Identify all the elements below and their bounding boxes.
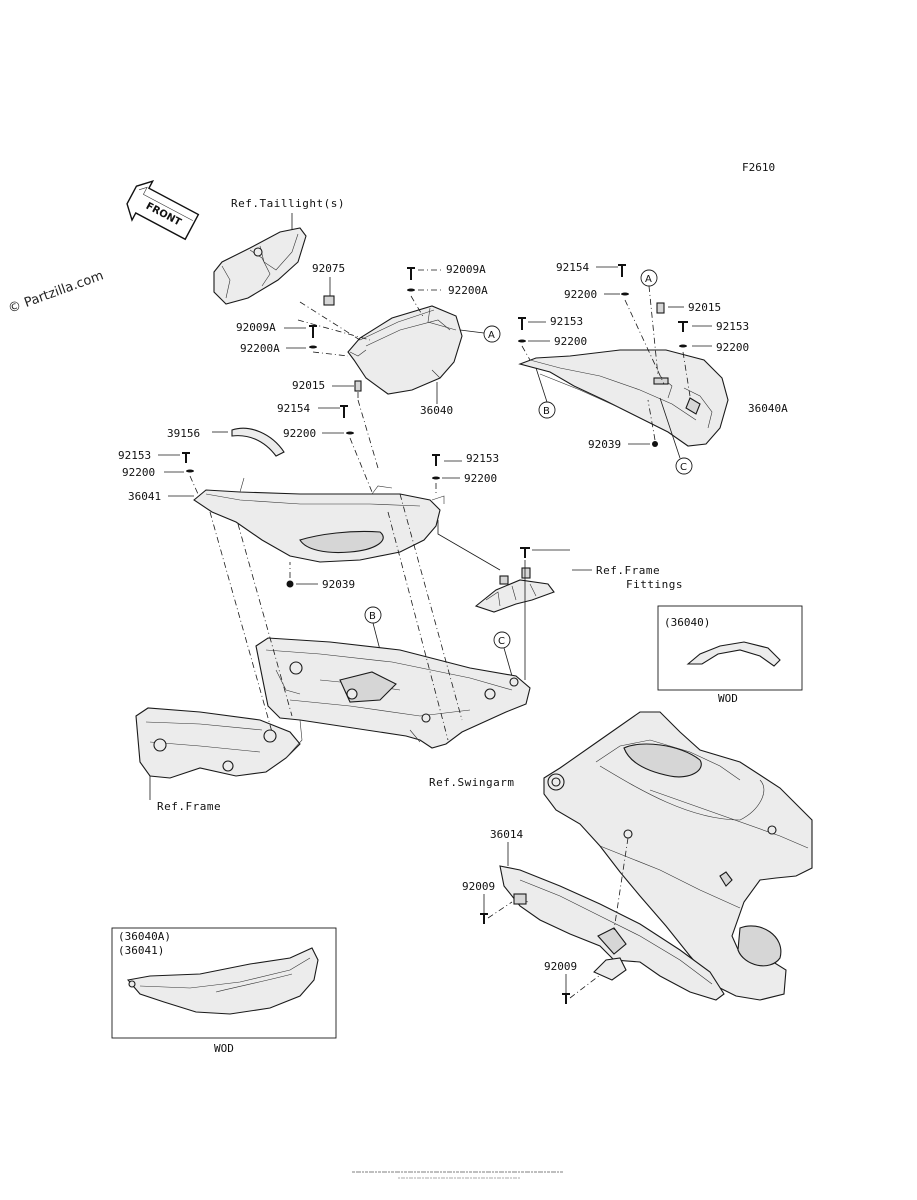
fastener-92153-side: 92153 [466,452,499,465]
tail-cover-36040 [347,305,463,395]
fastener-92009-lower: 92009 [544,960,577,973]
callout-36041: 36041 [128,490,161,503]
inset-wod-36040-code: (36040) [664,616,710,629]
fastener-92039-right: 92039 [588,438,621,451]
marker-a-1 [483,325,501,343]
fastener-92009A: 92009A [446,263,486,276]
marker-c-2-label: C [498,636,505,647]
ref-frame: Ref.Frame [157,800,221,813]
inset-wod-36040A [111,927,337,1039]
ref-swingarm: Ref.Swingarm [429,776,514,789]
frame-fittings-bracket [474,567,555,613]
fastener-92200-side: 92200 [464,472,497,485]
swingarm [543,711,813,1001]
screw-92009A-top [407,267,415,280]
inset-wod-36040-label: WOD [718,692,738,705]
fastener-92153-right: 92153 [716,320,749,333]
callout-36014: 36014 [490,828,523,841]
marker-b-1-label: B [543,406,550,417]
inset-side-cover-shape [126,947,319,1015]
inset-wod-36040A-code1: (36040A) [118,930,171,943]
damper-part [323,295,335,306]
fastener-92153-far-left: 92153 [118,449,151,462]
tail-cover-36040A [518,349,729,447]
taillight-assembly [213,227,307,305]
callout-39156: 39156 [167,427,200,440]
trim-39156 [231,427,285,457]
callout-36040: 36040 [420,404,453,417]
callout-36040A: 36040A [748,402,788,415]
footer-fine-print [352,1171,564,1179]
inset-wod-36040 [657,605,803,691]
marker-c-2 [493,631,511,649]
side-cover-36041 [193,477,445,563]
fastener-92154-mid: 92154 [277,402,310,415]
fastener-92200-far-left: 92200 [122,466,155,479]
marker-a-2-label: A [645,274,652,285]
fastener-92153-left: 92153 [550,315,583,328]
inset-wod-36040A-code2: (36041) [118,944,164,957]
screw-92009A-left [309,325,317,338]
fastener-92009A-left: 92009A [236,321,276,334]
fastener-92154-top: 92154 [556,261,589,274]
marker-c-1 [675,457,693,475]
callout-92015-right: 92015 [688,301,721,314]
callout-92075: 92075 [312,262,345,275]
front-arrow-icon: FRONT [126,180,200,241]
chain-cover-36014 [499,829,725,1001]
fastener-92200A: 92200A [448,284,488,297]
fastener-92200-mid: 92200 [283,427,316,440]
marker-c-1-label: C [680,462,687,473]
ref-frame-fittings-1: Ref.Frame [596,564,660,577]
fastener-92009-upper: 92009 [462,880,495,893]
marker-a-1-label: A [488,330,495,341]
fastener-92039-side: 92039 [322,578,355,591]
fastener-92200-right: 92200 [716,341,749,354]
frame-structure [135,637,531,779]
watermark: © Partzilla.com [6,268,105,316]
fastener-92200-top: 92200 [564,288,597,301]
marker-b-2-label: B [369,611,376,622]
inset-wod-36040A-label: WOD [214,1042,234,1055]
callout-92015-mid: 92015 [292,379,325,392]
figure-code: F2610 [742,161,775,174]
ref-frame-fittings-2: Fittings [626,578,683,591]
ref-taillight: Ref.Taillight(s) [231,197,345,210]
fastener-92200-left-r: 92200 [554,335,587,348]
fastener-92200A-left: 92200A [240,342,280,355]
